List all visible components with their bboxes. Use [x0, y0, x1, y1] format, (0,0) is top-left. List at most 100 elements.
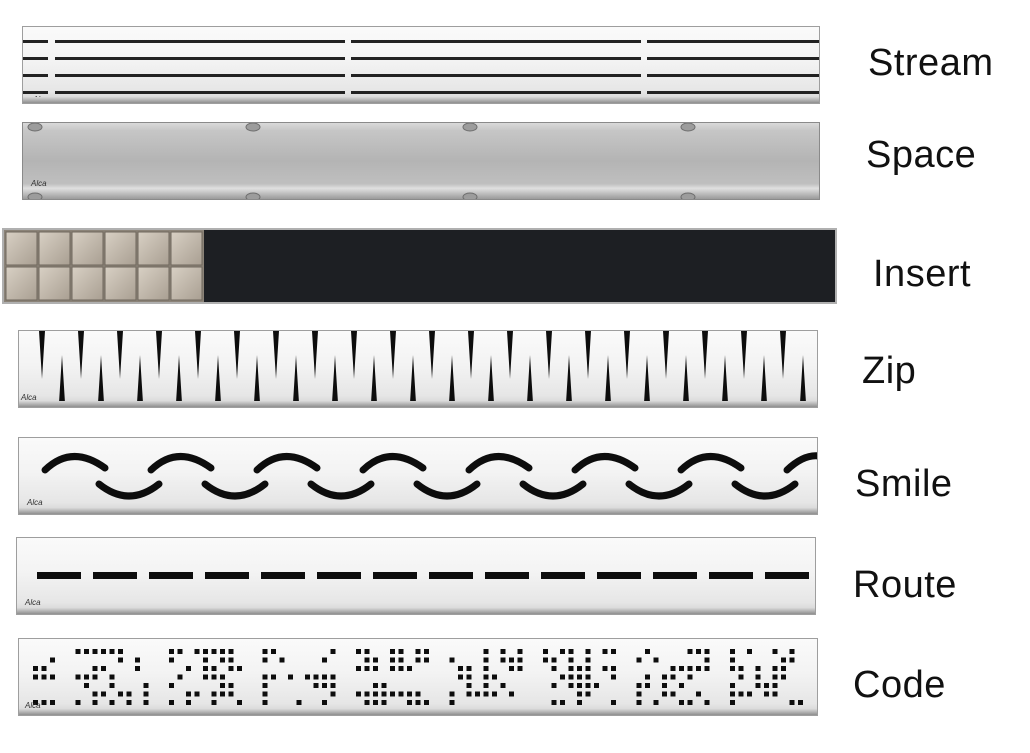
code-dot — [211, 674, 217, 680]
brand-logo: Alca — [33, 95, 49, 104]
code-dot — [645, 683, 650, 688]
code-dot — [662, 683, 667, 688]
code-dot — [373, 657, 378, 663]
code-dot — [220, 674, 225, 680]
code-dot — [551, 666, 557, 671]
code-dot — [704, 649, 710, 654]
code-dot — [262, 657, 268, 663]
code-dot — [781, 657, 786, 663]
code-dot — [398, 649, 404, 654]
code-dot — [84, 674, 89, 680]
code-dot — [41, 674, 47, 680]
code-dot — [509, 657, 514, 663]
insert-grate — [2, 228, 837, 304]
code-dot — [500, 649, 506, 654]
code-dot — [704, 666, 710, 671]
code-dot — [177, 674, 183, 680]
code-dot — [322, 700, 327, 705]
code-dot — [92, 674, 98, 680]
code-dot — [288, 674, 293, 680]
code-dot — [211, 700, 217, 705]
code-dot — [390, 666, 395, 671]
zip-pattern — [39, 331, 806, 403]
code-dot — [611, 674, 616, 680]
code-dot — [211, 691, 217, 697]
code-dot — [568, 657, 574, 663]
code-dot — [585, 674, 591, 680]
code-dot — [220, 683, 225, 688]
code-dot — [764, 691, 769, 697]
code-dot — [330, 691, 336, 697]
stream-grate: Alca — [22, 26, 820, 104]
label-zip: Zip — [862, 350, 917, 392]
code-dot — [687, 700, 693, 705]
code-dot — [364, 666, 370, 671]
route-pattern — [37, 572, 809, 579]
code-dot — [602, 666, 608, 671]
code-dot — [228, 691, 234, 697]
code-dot — [296, 700, 302, 705]
code-dot — [585, 666, 591, 671]
code-dot — [500, 657, 506, 663]
smile-pattern — [41, 452, 817, 500]
code-dot — [662, 691, 667, 697]
code-dot — [789, 657, 795, 663]
code-dot — [390, 691, 395, 697]
code-dot — [228, 683, 234, 688]
code-dot — [781, 666, 786, 671]
code-dot — [755, 674, 761, 680]
code-dot — [730, 683, 735, 688]
code-dot — [262, 700, 268, 705]
code-dot — [730, 691, 735, 697]
code-dot — [356, 649, 361, 654]
code-dot — [373, 691, 378, 697]
code-dot — [653, 657, 659, 663]
code-dot — [517, 657, 523, 663]
code-dot — [41, 666, 47, 671]
code-dot — [730, 657, 735, 663]
code-dot — [262, 691, 268, 697]
code-dot — [381, 683, 387, 688]
code-dot — [679, 683, 684, 688]
code-dot — [262, 649, 268, 654]
code-dot — [653, 700, 659, 705]
code-dot — [262, 683, 268, 688]
zip-grate: Alca — [18, 330, 818, 408]
code-dot — [585, 657, 591, 663]
code-dot — [186, 691, 191, 697]
code-dot — [330, 683, 336, 688]
code-dot — [568, 649, 574, 654]
code-dot — [645, 649, 650, 654]
code-dot — [483, 683, 489, 688]
code-dot — [483, 649, 489, 654]
code-dot — [636, 683, 642, 688]
code-dot — [466, 683, 472, 688]
code-dot — [330, 674, 336, 680]
code-dot — [407, 700, 412, 705]
space-grate: Alca — [22, 122, 820, 200]
code-dot — [398, 657, 404, 663]
code-dot — [483, 666, 489, 671]
code-dot — [75, 674, 81, 680]
code-dot — [466, 691, 472, 697]
code-dot — [670, 666, 676, 671]
code-dot — [407, 691, 412, 697]
code-dot — [50, 657, 55, 663]
brand-logo: Alca — [25, 598, 41, 607]
code-pattern — [33, 649, 803, 705]
code-dot — [271, 674, 276, 680]
code-dot — [126, 700, 132, 705]
code-dot — [424, 649, 429, 654]
code-dot — [92, 691, 98, 697]
code-dot — [194, 691, 200, 697]
code-dot — [492, 674, 497, 680]
label-route: Route — [853, 564, 957, 606]
code-dot — [228, 666, 234, 671]
code-dot — [313, 674, 319, 680]
code-dot — [687, 649, 693, 654]
code-dot — [789, 649, 795, 654]
code-dot — [50, 674, 55, 680]
code-dot — [781, 674, 786, 680]
code-dot — [33, 700, 38, 705]
code-dot — [126, 691, 132, 697]
